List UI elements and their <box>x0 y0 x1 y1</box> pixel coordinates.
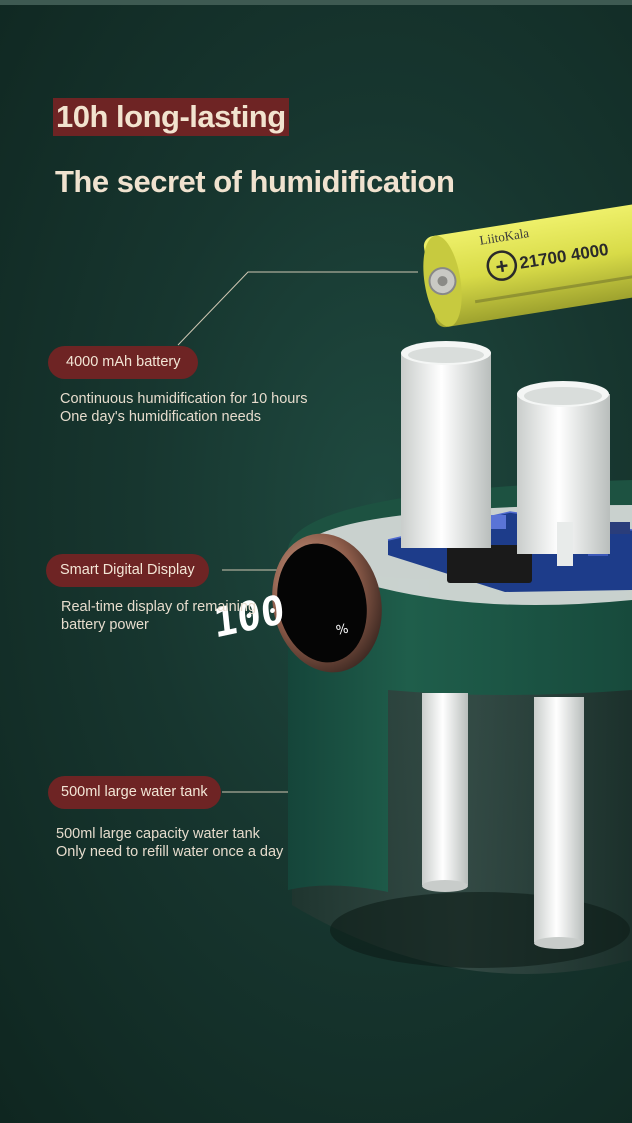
feature-label-tank: 500ml large water tank <box>48 776 221 809</box>
feature-desc-battery: Continuous humidification for 10 hours O… <box>60 390 307 426</box>
battery-plus-sign: + <box>494 253 511 280</box>
feature-label-battery: 4000 mAh battery <box>48 346 199 379</box>
feature-desc-line: One day's humidification needs <box>60 409 262 425</box>
feature-desc-tank: 500ml large capacity water tank Only nee… <box>56 825 283 861</box>
headline-badge: 10h long-lasting <box>53 98 289 136</box>
feature-desc-line: Continuous humidification for 10 hours <box>60 391 308 407</box>
display-unit: % <box>335 622 350 639</box>
feature-desc-display: Real-time display of remaining battery p… <box>61 598 256 634</box>
mist-tubes <box>401 341 610 949</box>
feature-desc-line: battery power <box>61 617 149 633</box>
feature-desc-line: 500ml large capacity water tank <box>56 826 260 842</box>
page-title: The secret of humidification <box>55 164 455 199</box>
feature-label-display: Smart Digital Display <box>46 554 209 587</box>
battery-illustration: + 21700 4000 LiitoKala <box>423 203 632 328</box>
battery-leader-line <box>177 271 418 346</box>
feature-desc-line: Real-time display of remaining <box>61 599 257 615</box>
top-strip <box>0 0 632 5</box>
feature-desc-line: Only need to refill water once a day <box>56 844 284 860</box>
